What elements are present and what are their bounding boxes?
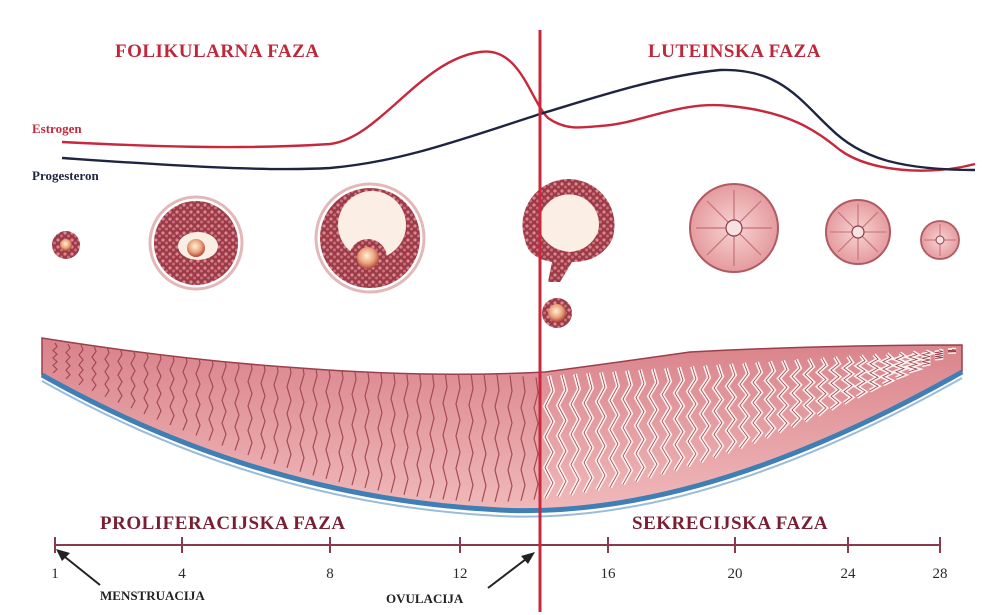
- axis-tick-label: 8: [326, 566, 334, 582]
- follicle-ruptured: [523, 179, 615, 282]
- axis-tick-label: 1: [51, 566, 59, 582]
- endometrium-lining: [42, 338, 962, 517]
- follicle-primary: [150, 197, 242, 289]
- axis-tick-label: 28: [933, 566, 948, 582]
- menstruation-label: MENSTRUACIJA: [100, 588, 205, 603]
- estrogen-label: Estrogen: [32, 121, 82, 136]
- progesterone-curve: [62, 70, 975, 170]
- follicle-secondary: [316, 184, 424, 292]
- corpus-luteum-medium: [826, 200, 890, 264]
- menstruation-arrow: [56, 549, 100, 585]
- luteal-phase-title: LUTEINSKA FAZA: [648, 41, 821, 62]
- ovulation-label: OVULACIJA: [386, 591, 464, 606]
- released-oocyte: [542, 298, 572, 328]
- axis-tick-label: 16: [601, 566, 617, 582]
- follicular-phase-title: FOLIKULARNA FAZA: [115, 41, 320, 62]
- axis-tick-label: 4: [178, 566, 186, 582]
- axis-tick-label: 24: [841, 566, 857, 582]
- progesterone-label: Progesteron: [32, 168, 99, 183]
- cycle-day-ticks: 1 4 8 12 16 20 24 28: [51, 537, 947, 582]
- proliferative-phase-label: PROLIFERACIJSKA FAZA: [100, 513, 346, 534]
- estrogen-curve: [62, 52, 975, 171]
- corpus-luteum-large: [690, 184, 778, 272]
- axis-tick-label: 20: [728, 566, 743, 582]
- secretory-phase-label: SEKRECIJSKA FAZA: [632, 513, 828, 534]
- ovulation-arrow: [488, 552, 535, 588]
- corpus-albicans: [921, 221, 959, 259]
- follicle-primordial: [52, 231, 80, 259]
- axis-tick-label: 12: [453, 566, 468, 582]
- endometrial-gland-outline: [948, 350, 956, 352]
